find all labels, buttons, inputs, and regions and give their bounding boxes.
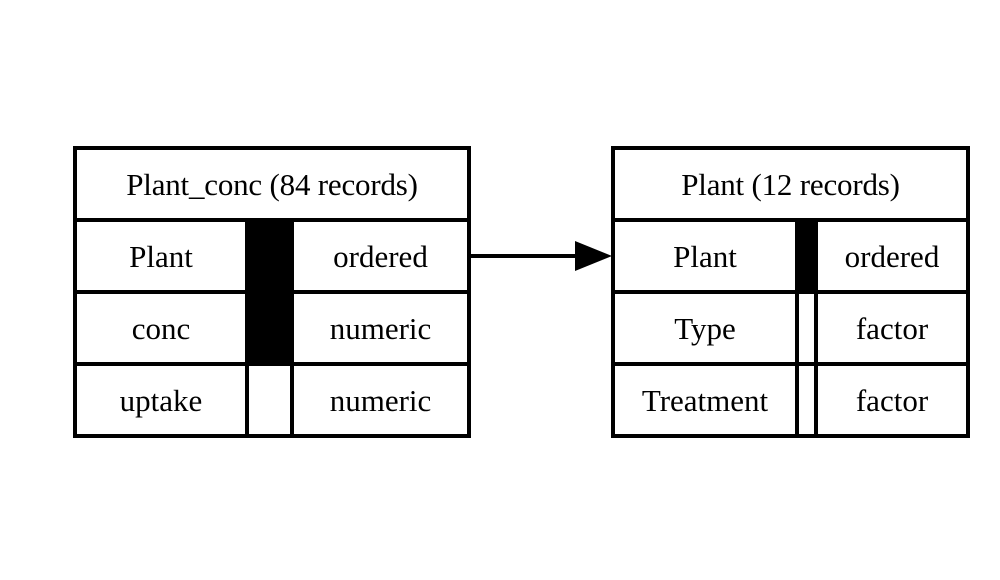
field-name: uptake bbox=[119, 382, 203, 418]
field-name: conc bbox=[131, 310, 191, 346]
relationship-arrow-plant-conc-to-plant bbox=[471, 241, 612, 271]
field-name: Plant bbox=[673, 238, 737, 274]
field-type: ordered bbox=[333, 238, 428, 274]
table-row[interactable]: uptake numeric bbox=[77, 362, 467, 434]
field-type: numeric bbox=[329, 310, 432, 346]
field-type: numeric bbox=[329, 382, 432, 418]
field-type: ordered bbox=[844, 238, 940, 274]
field-type: factor bbox=[855, 382, 929, 418]
table-row[interactable]: Treatment factor bbox=[615, 362, 966, 434]
entity-title-plant-conc: Plant_conc (84 records) bbox=[126, 166, 418, 202]
entity-box-plant-conc[interactable]: Plant_conc (84 records) Plant ordered co… bbox=[73, 146, 471, 438]
table-row[interactable]: Plant ordered bbox=[615, 218, 966, 290]
field-name: Treatment bbox=[641, 382, 769, 418]
field-type: factor bbox=[855, 310, 929, 346]
entity-box-plant[interactable]: Plant (12 records) Plant ordered Type fa… bbox=[611, 146, 970, 438]
field-key-marker bbox=[245, 222, 294, 290]
field-key-marker bbox=[245, 294, 294, 362]
field-key-marker bbox=[795, 222, 818, 290]
table-row[interactable]: conc numeric bbox=[77, 290, 467, 362]
entity-title-plant: Plant (12 records) bbox=[681, 166, 900, 202]
table-row[interactable]: Plant ordered bbox=[77, 218, 467, 290]
field-name: Type bbox=[674, 310, 736, 346]
field-name: Plant bbox=[129, 238, 193, 274]
field-key-marker bbox=[245, 366, 294, 434]
table-row[interactable]: Type factor bbox=[615, 290, 966, 362]
field-key-marker bbox=[795, 294, 818, 362]
field-key-marker bbox=[795, 366, 818, 434]
arrowhead-icon bbox=[575, 241, 612, 271]
